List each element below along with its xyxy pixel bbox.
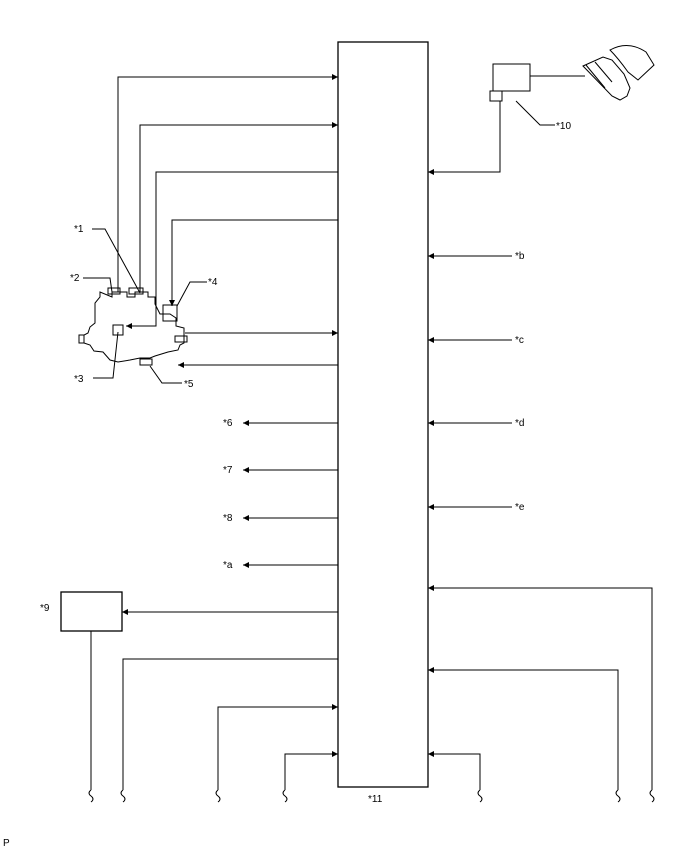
label-b: *b (515, 251, 525, 262)
leader-1 (92, 228, 141, 294)
label-2: *2 (70, 273, 80, 284)
wire-right-3 (428, 751, 481, 790)
brake-pedal-icon (582, 45, 655, 101)
wire-break-marks (88, 789, 655, 803)
wire-bottom-2 (217, 704, 338, 790)
label-4: *4 (208, 277, 218, 288)
label-a: *a (223, 560, 233, 571)
engine-component (78, 287, 188, 366)
wire-to-ecu-2 (139, 122, 338, 292)
label-7: *7 (223, 465, 233, 476)
label-d: *d (515, 418, 524, 429)
leader-3 (93, 331, 119, 379)
label-10: *10 (556, 121, 571, 132)
component-9-box (60, 591, 123, 632)
label-11: *11 (368, 794, 383, 805)
wire-right-2 (428, 667, 619, 790)
footer-code: P (3, 838, 10, 849)
wire-from-switch (428, 101, 501, 175)
brake-switch-icon (489, 63, 585, 102)
label-5: *5 (184, 379, 194, 390)
leader-2 (83, 277, 113, 293)
ecu-block (337, 41, 429, 788)
label-9: *9 (40, 603, 50, 614)
label-1: *1 (74, 224, 84, 235)
wire-from-ecu-3 (126, 171, 338, 329)
wire-to-ecu-1 (117, 74, 338, 292)
wire-right-1 (428, 585, 653, 790)
label-8: *8 (223, 513, 233, 524)
wire-from-ecu-4 (169, 219, 338, 306)
leader-4 (176, 281, 207, 307)
leader-10 (515, 100, 555, 126)
label-c: *c (515, 335, 524, 346)
leader-5 (149, 365, 182, 384)
wire-bottom-3 (284, 751, 338, 790)
component-4-icon (162, 304, 178, 322)
wire-bottom-1 (122, 658, 338, 790)
label-e: *e (515, 502, 525, 513)
label-6: *6 (223, 418, 233, 429)
label-3: *3 (74, 374, 84, 385)
